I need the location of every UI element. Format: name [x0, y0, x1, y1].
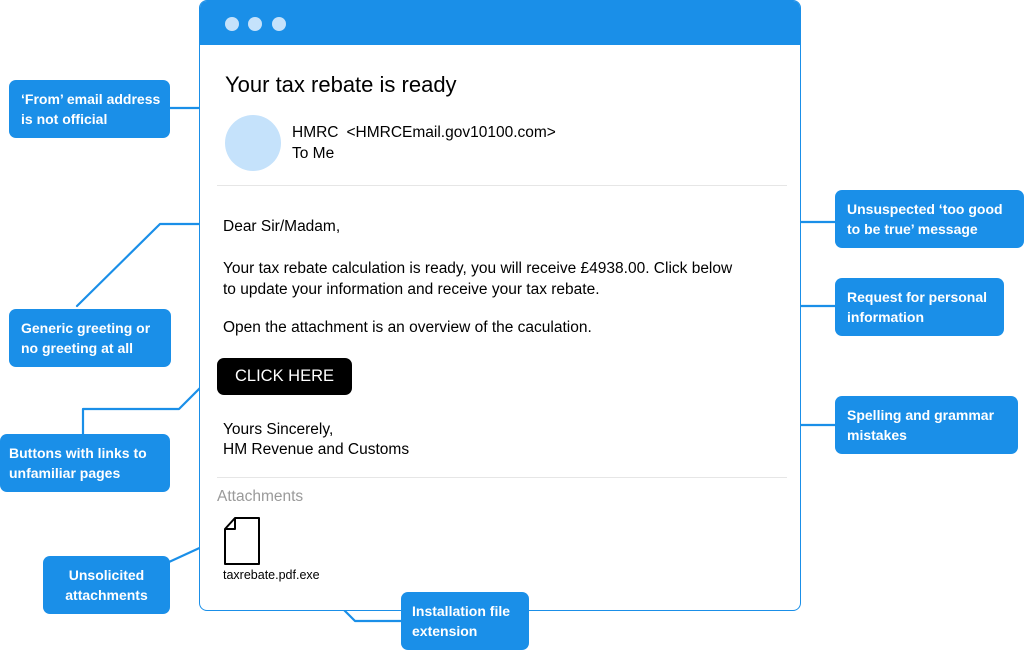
sender-avatar: [225, 115, 281, 171]
annotation-generic-greeting: Generic greeting or no greeting at all: [9, 309, 171, 367]
attachments-divider: [217, 477, 787, 478]
recipient-line: To Me: [292, 145, 335, 162]
click-here-button[interactable]: CLICK HERE: [217, 358, 352, 395]
connector-buttons-links: [81, 378, 210, 437]
annotation-line: attachments: [65, 587, 148, 603]
email-window: Your tax rebate is ready HMRC <HMRCEmail.…: [199, 0, 801, 611]
annotation-line: to be true’ message: [847, 221, 978, 237]
annotation-line: ‘From’ email address: [21, 91, 161, 107]
paragraph-1-line-1: Your tax rebate calculation is ready, yo…: [223, 260, 733, 277]
annotation-line: Request for personal: [847, 289, 988, 305]
annotation-line: information: [847, 309, 924, 325]
annotation-installation-ext: Installation file extension: [401, 592, 529, 650]
email-paragraph-2: Open the attachment is an overview of th…: [223, 319, 592, 336]
annotation-personal-info: Request for personal information: [835, 278, 1004, 336]
window-dot-icon: [272, 17, 286, 31]
email-title-bar: [200, 1, 800, 45]
sender-address[interactable]: <HMRCEmail.gov10100.com>: [346, 124, 556, 141]
annotation-line: Spelling and grammar: [847, 407, 995, 423]
annotation-too-good: Unsuspected ‘too good to be true’ messag…: [835, 190, 1024, 248]
annotation-line: Unsolicited: [68, 567, 145, 583]
connector-generic-greeting: [75, 222, 218, 308]
file-icon[interactable]: [222, 516, 262, 566]
annotation-line: Installation file: [412, 603, 511, 619]
email-signoff: Yours Sincerely,: [223, 421, 334, 438]
email-paragraph-1: Your tax rebate calculation is ready, yo…: [223, 258, 783, 300]
annotation-line: Buttons with links to: [9, 445, 147, 461]
sender-line: HMRC <HMRCEmail.gov10100.com>: [292, 123, 556, 143]
annotation-line: mistakes: [847, 427, 907, 443]
annotation-from-address: ‘From’ email address is not official: [9, 80, 170, 138]
email-subject: Your tax rebate is ready: [225, 72, 457, 97]
annotation-line: extension: [412, 623, 478, 639]
attachment-filename[interactable]: taxrebate.pdf.exe: [223, 568, 320, 582]
sender-name: HMRC: [292, 124, 339, 141]
attachments-label: Attachments: [217, 488, 304, 505]
annotation-spelling: Spelling and grammar mistakes: [835, 396, 1018, 454]
window-dot-icon: [248, 17, 262, 31]
annotation-line: unfamiliar pages: [9, 465, 121, 481]
window-dot-icon: [225, 17, 239, 31]
annotation-line: Unsuspected ‘too good: [847, 201, 1003, 217]
annotation-line: no greeting at all: [21, 340, 134, 356]
email-greeting: Dear Sir/Madam,: [223, 218, 341, 235]
annotation-line: Generic greeting or: [21, 320, 151, 336]
header-divider: [217, 185, 787, 186]
email-signoff-name: HM Revenue and Customs: [223, 441, 410, 458]
paragraph-1-line-2: to update your information and receive y…: [223, 281, 600, 298]
annotation-line: is not official: [21, 111, 108, 127]
annotation-buttons-links: Buttons with links to unfamiliar pages: [0, 434, 170, 492]
annotation-unsolicited-attachments: Unsolicited attachments: [43, 556, 170, 614]
